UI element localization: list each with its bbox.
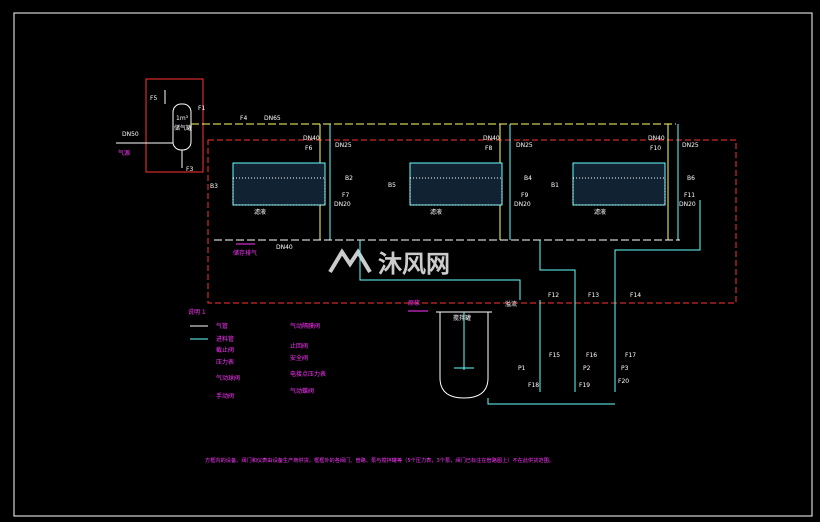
valve-f7: F7 xyxy=(342,192,349,199)
gas-inlet-label: 气源 xyxy=(118,149,130,157)
valve-f15: F15 xyxy=(549,352,560,359)
slurry-in-label: 原浆 xyxy=(408,299,420,307)
filter-press-3 xyxy=(572,162,666,206)
pump-p2: P2 xyxy=(583,365,591,372)
valve-b3: B3 xyxy=(210,183,218,190)
valve-f8: F8 xyxy=(485,145,492,152)
filtrate-3: 滤液 xyxy=(594,208,606,216)
legend-item-4: 气动球阀 xyxy=(216,374,240,382)
pump-p3: P3 xyxy=(621,365,629,372)
valve-f12: F12 xyxy=(548,292,559,299)
watermark-text: 沐风网 xyxy=(378,250,450,278)
valve-f6: F6 xyxy=(305,145,312,152)
legend-right-2: 安全阀 xyxy=(290,354,308,362)
legend-item-0: 气管 xyxy=(216,322,228,330)
filter-press-1 xyxy=(232,162,326,206)
pipe-dn40-1: DN40 xyxy=(303,135,320,142)
pipe-dn50: DN50 xyxy=(122,131,139,138)
stirrer-tank xyxy=(436,311,492,399)
valve-f10: F10 xyxy=(650,145,661,152)
valve-b5: B5 xyxy=(388,182,396,189)
valve-f16: F16 xyxy=(586,352,597,359)
pipe-dn40-3: DN40 xyxy=(648,135,665,142)
valve-f3: F3 xyxy=(186,166,193,173)
supply-boundary xyxy=(207,139,737,304)
legend: 气管 进料管 截止阀 压力表 气动球阀 手动阀 气动隔膜阀 止回阀 安全阀 电接… xyxy=(190,322,326,400)
legend-title: 说明 1 xyxy=(188,308,206,316)
pipe-dn20-1: DN20 xyxy=(334,201,351,208)
pipe-dn40-2: DN40 xyxy=(483,135,500,142)
pipe-dn25-3: DN25 xyxy=(682,142,699,149)
pipe-dn65: DN65 xyxy=(264,115,281,122)
pipe-dn25-2: DN25 xyxy=(516,142,533,149)
filter-press-2 xyxy=(409,162,503,206)
legend-item-2: 截止阀 xyxy=(216,346,234,354)
watermark-logo-icon xyxy=(328,248,372,274)
valve-f19: F19 xyxy=(579,382,590,389)
overflow-label: 溢流 xyxy=(505,300,517,308)
valve-f14: F14 xyxy=(630,292,641,299)
valve-f13: F13 xyxy=(588,292,599,299)
valve-b1: B1 xyxy=(551,182,559,189)
legend-right-0: 气动隔膜阀 xyxy=(290,322,320,330)
valve-f18: F18 xyxy=(528,382,539,389)
pump-p1: P1 xyxy=(518,365,526,372)
legend-right-4: 气动蝶阀 xyxy=(290,387,314,395)
valve-f5: F5 xyxy=(150,95,157,102)
valve-f11: F11 xyxy=(684,192,695,199)
filtrate-2: 滤液 xyxy=(430,208,442,216)
bottom-note: 方框内的设备、阀门和仪表由设备生产商供货，框框外的各阀门、管路、泵与搅拌罐等（5… xyxy=(205,456,554,464)
exhaust-label: 储存排气 xyxy=(233,249,257,257)
legend-right-1: 止回阀 xyxy=(290,342,308,350)
legend-right-3: 电接点压力表 xyxy=(290,370,326,378)
valve-f4: F4 xyxy=(240,115,247,122)
stirrer-label: 搅拌罐 xyxy=(453,314,471,322)
tank-boundary xyxy=(145,78,204,173)
valve-b6: B6 xyxy=(687,175,695,182)
pipe-dn20-2: DN20 xyxy=(514,201,531,208)
legend-item-5: 手动阀 xyxy=(216,392,234,400)
pipe-dn25-1: DN25 xyxy=(335,142,352,149)
gas-tank xyxy=(164,90,192,168)
tank-volume: 1m³ xyxy=(176,115,189,122)
valve-b2: B2 xyxy=(345,175,353,182)
legend-item-1: 进料管 xyxy=(216,335,234,343)
filtrate-1: 滤液 xyxy=(254,208,266,216)
valve-f1: F1 xyxy=(198,105,205,112)
drawing-frame xyxy=(13,12,813,517)
legend-item-3: 压力表 xyxy=(216,358,234,366)
pipe-dn40-exhaust: DN40 xyxy=(276,244,293,251)
valve-f20: F20 xyxy=(618,378,629,385)
valve-f17: F17 xyxy=(625,352,636,359)
valve-f9: F9 xyxy=(521,192,528,199)
pipe-dn20-3: DN20 xyxy=(679,201,696,208)
valve-b4: B4 xyxy=(524,175,532,182)
tank-name: 储气罐 xyxy=(174,124,192,132)
